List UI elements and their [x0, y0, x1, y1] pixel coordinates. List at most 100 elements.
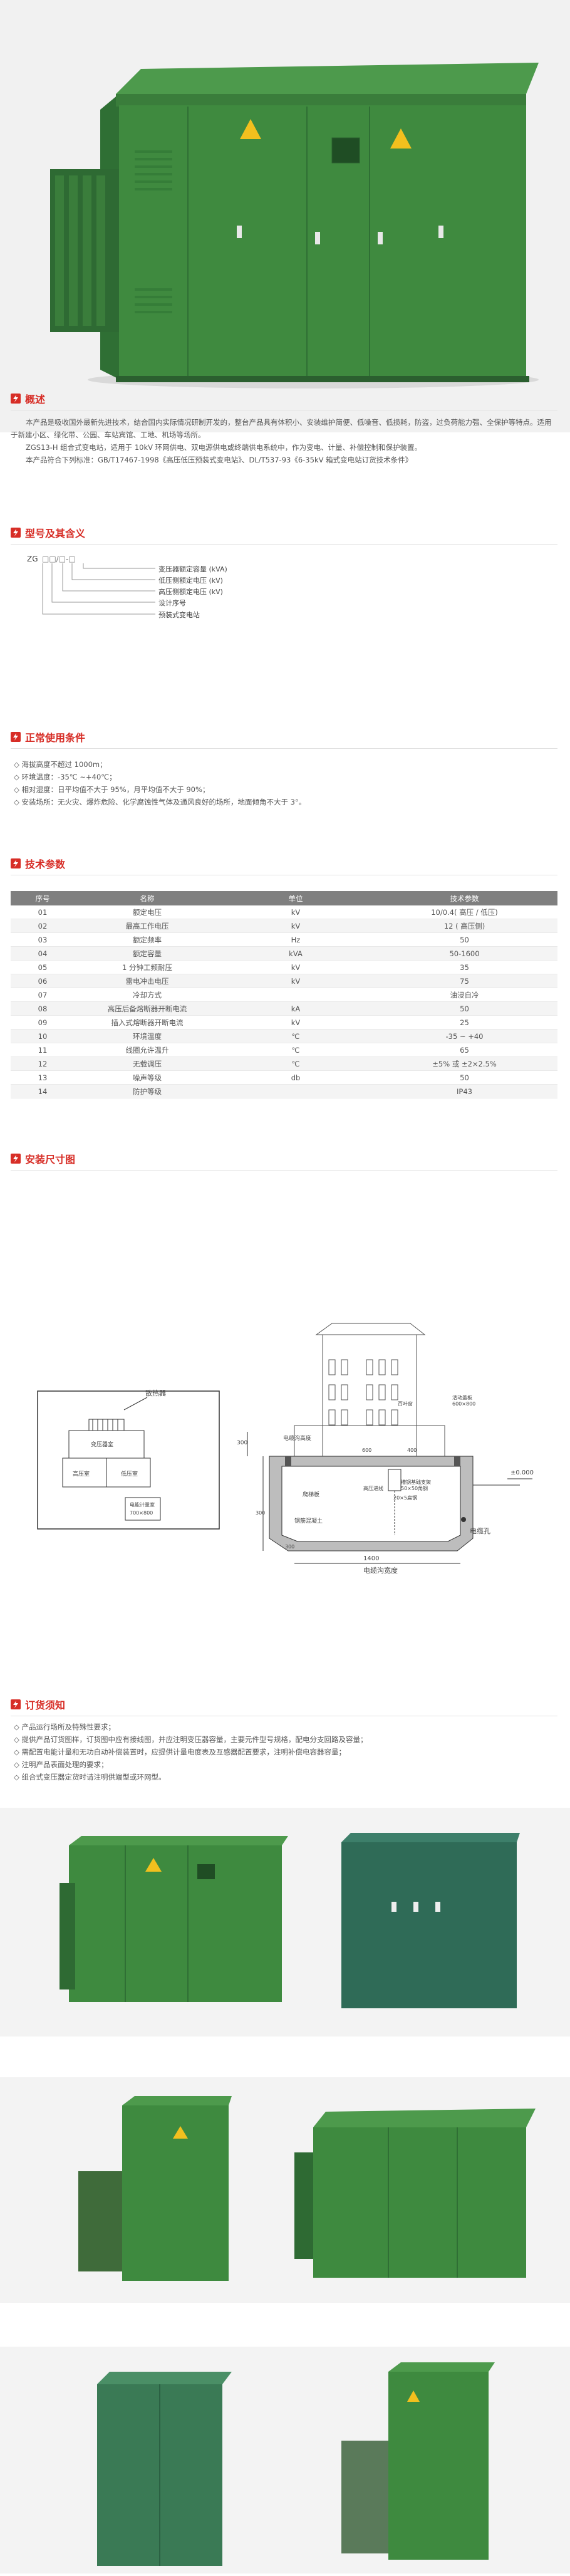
circle-icon: ◇: [14, 1735, 22, 1744]
overview-paragraph-2: ZGS13-H 组合式变电站，适用于 10kV 环网供电、双电源供电或终端供电系…: [26, 443, 422, 452]
label-channel-size: 50×50角钢: [401, 1486, 428, 1491]
dim-1400: 1400: [363, 1555, 380, 1562]
table-cell: 冷却方式: [75, 988, 220, 1002]
table-cell: 02: [11, 919, 75, 933]
divider: [11, 748, 557, 749]
section-title: 技术参数: [25, 858, 66, 870]
divider: [11, 544, 557, 545]
table-cell: 无载调压: [75, 1056, 220, 1071]
label-concrete: 钢筋混凝土: [294, 1518, 323, 1525]
overview-paragraph-1: 本产品是吸收国外最新先进技术，结合国内实际情况研制开发的，整台产品具有体积小、安…: [11, 418, 552, 439]
product-photo-row: [0, 2347, 570, 2573]
table-cell: 07: [11, 988, 75, 1002]
list-item: ◇ 提供产品订货图样，订货图中应有接线图，并应注明变压器容量，主要元件型号规格，…: [14, 1734, 368, 1744]
installation-diagram: 散热器 变压器室 高压室 低压室 电能计量室 700×800 百叶窗 活动盖板 …: [0, 1184, 570, 1592]
table-cell: kVA: [220, 946, 371, 961]
list-item-text: 海拔高度不超过 1000m；: [21, 760, 107, 769]
table-cell: kV: [220, 974, 371, 988]
table-cell: 最高工作电压: [75, 919, 220, 933]
model-item: 高压侧额定电压 (kV): [158, 588, 223, 596]
list-item: ◇ 注明产品表面处理的要求；: [14, 1760, 108, 1770]
label-cover-size: 600×800: [452, 1401, 476, 1407]
table-cell: 35: [371, 960, 557, 974]
table-cell: 09: [11, 1015, 75, 1030]
table-cell: ℃: [220, 1043, 371, 1057]
list-item-text: 需配置电能计量和无功自动补偿装置时，应提供计量电度表及互感器配置要求，注明补偿电…: [21, 1748, 346, 1756]
table-cell: 50: [371, 1001, 557, 1016]
section-header-tech: 技术参数: [11, 855, 65, 872]
table-cell: [220, 988, 371, 1002]
dim-300: 300: [285, 1544, 295, 1550]
label-lv-room: 低压室: [121, 1471, 138, 1478]
table-cell: 08: [11, 1001, 75, 1016]
table-cell: -35 ~ +40: [371, 1029, 557, 1043]
label-meter-size: 700×800: [130, 1510, 153, 1516]
list-item: ◇ 组合式变压器定货时请注明供端型或环网型。: [14, 1772, 166, 1782]
table-cell: 插入式熔断器开断电流: [75, 1015, 220, 1030]
list-item: ◇ 相对湿度：日平均值不大于 95%，月平均值不大于 90%；: [14, 785, 209, 795]
model-code-boxes: □□/□-□: [42, 555, 76, 563]
table-cell: 额定频率: [75, 932, 220, 947]
table-cell: kV: [220, 1015, 371, 1030]
label-cover: 活动盖板: [452, 1395, 472, 1400]
table-cell: 防护等级: [75, 1084, 220, 1098]
product-photo-row: [0, 1808, 570, 2036]
label-transformer-room: 变压器室: [91, 1442, 114, 1448]
table-cell: kV: [220, 905, 371, 919]
label-hv-room: 高压室: [73, 1471, 90, 1478]
table-cell: Hz: [220, 932, 371, 947]
label-flat-steel: 20×5扁钢: [393, 1495, 417, 1501]
product-photos: [97, 2362, 495, 2566]
section-header-overview: 概述: [11, 390, 45, 407]
table-cell: ℃: [220, 1056, 371, 1071]
table-cell: 11: [11, 1043, 75, 1057]
table-cell: 线圈允许温升: [75, 1043, 220, 1057]
table-cell: kV: [220, 960, 371, 974]
substation-cabinet-illustration: [50, 63, 539, 388]
table-cell: IP43: [371, 1084, 557, 1098]
table-cell: [220, 1084, 371, 1098]
table-cell: 额定容量: [75, 946, 220, 961]
table-cell: 50: [371, 1070, 557, 1085]
divider: [11, 1170, 557, 1171]
installation-drawing: [37, 1323, 532, 1564]
column-header: 序号: [11, 891, 75, 905]
product-photo-row: [0, 2077, 570, 2303]
product-photos: [78, 2096, 536, 2281]
table-cell: 65: [371, 1043, 557, 1057]
circle-icon: ◇: [14, 760, 22, 769]
list-item-text: 提供产品订货图样，订货图中应有接线图，并应注明变压器容量，主要元件型号规格，配电…: [21, 1735, 368, 1744]
table-cell: 25: [371, 1015, 557, 1030]
table-cell: 10/0.4( 高压 / 低压): [371, 905, 557, 919]
section-title: 概述: [25, 394, 46, 405]
hero-product-image: [0, 0, 570, 432]
list-item-text: 相对湿度：日平均值不大于 95%，月平均值不大于 90%；: [21, 785, 210, 794]
column-header: 单位: [220, 891, 371, 905]
table-cell: ±5% 或 ±2×2.5%: [371, 1056, 557, 1071]
circle-icon: ◇: [14, 1760, 22, 1769]
list-item: ◇ 安装场所：无火灾、爆炸危险、化学腐蚀性气体及通风良好的场所，地面倾角不大于 …: [14, 797, 306, 807]
section-header-order: 订货须知: [11, 1696, 65, 1713]
label-meter-room: 电能计量室: [130, 1502, 155, 1508]
list-item: ◇ 产品运行场所及特殊性要求；: [14, 1722, 115, 1732]
dim-600: 600: [362, 1447, 372, 1453]
table-cell: 10: [11, 1029, 75, 1043]
model-bracket-lines: [42, 563, 155, 615]
lightning-icon: [11, 394, 21, 404]
table-header-row: 序号 名称 单位 技术参数: [11, 891, 557, 905]
list-item-text: 产品运行场所及特殊性要求；: [21, 1723, 116, 1731]
lightning-icon: [11, 858, 21, 868]
dim-400: 400: [407, 1447, 417, 1453]
lightning-icon: [11, 1699, 21, 1709]
table-cell: 噪声等级: [75, 1070, 220, 1085]
column-header: 技术参数: [371, 891, 557, 905]
circle-icon: ◇: [14, 1723, 22, 1731]
